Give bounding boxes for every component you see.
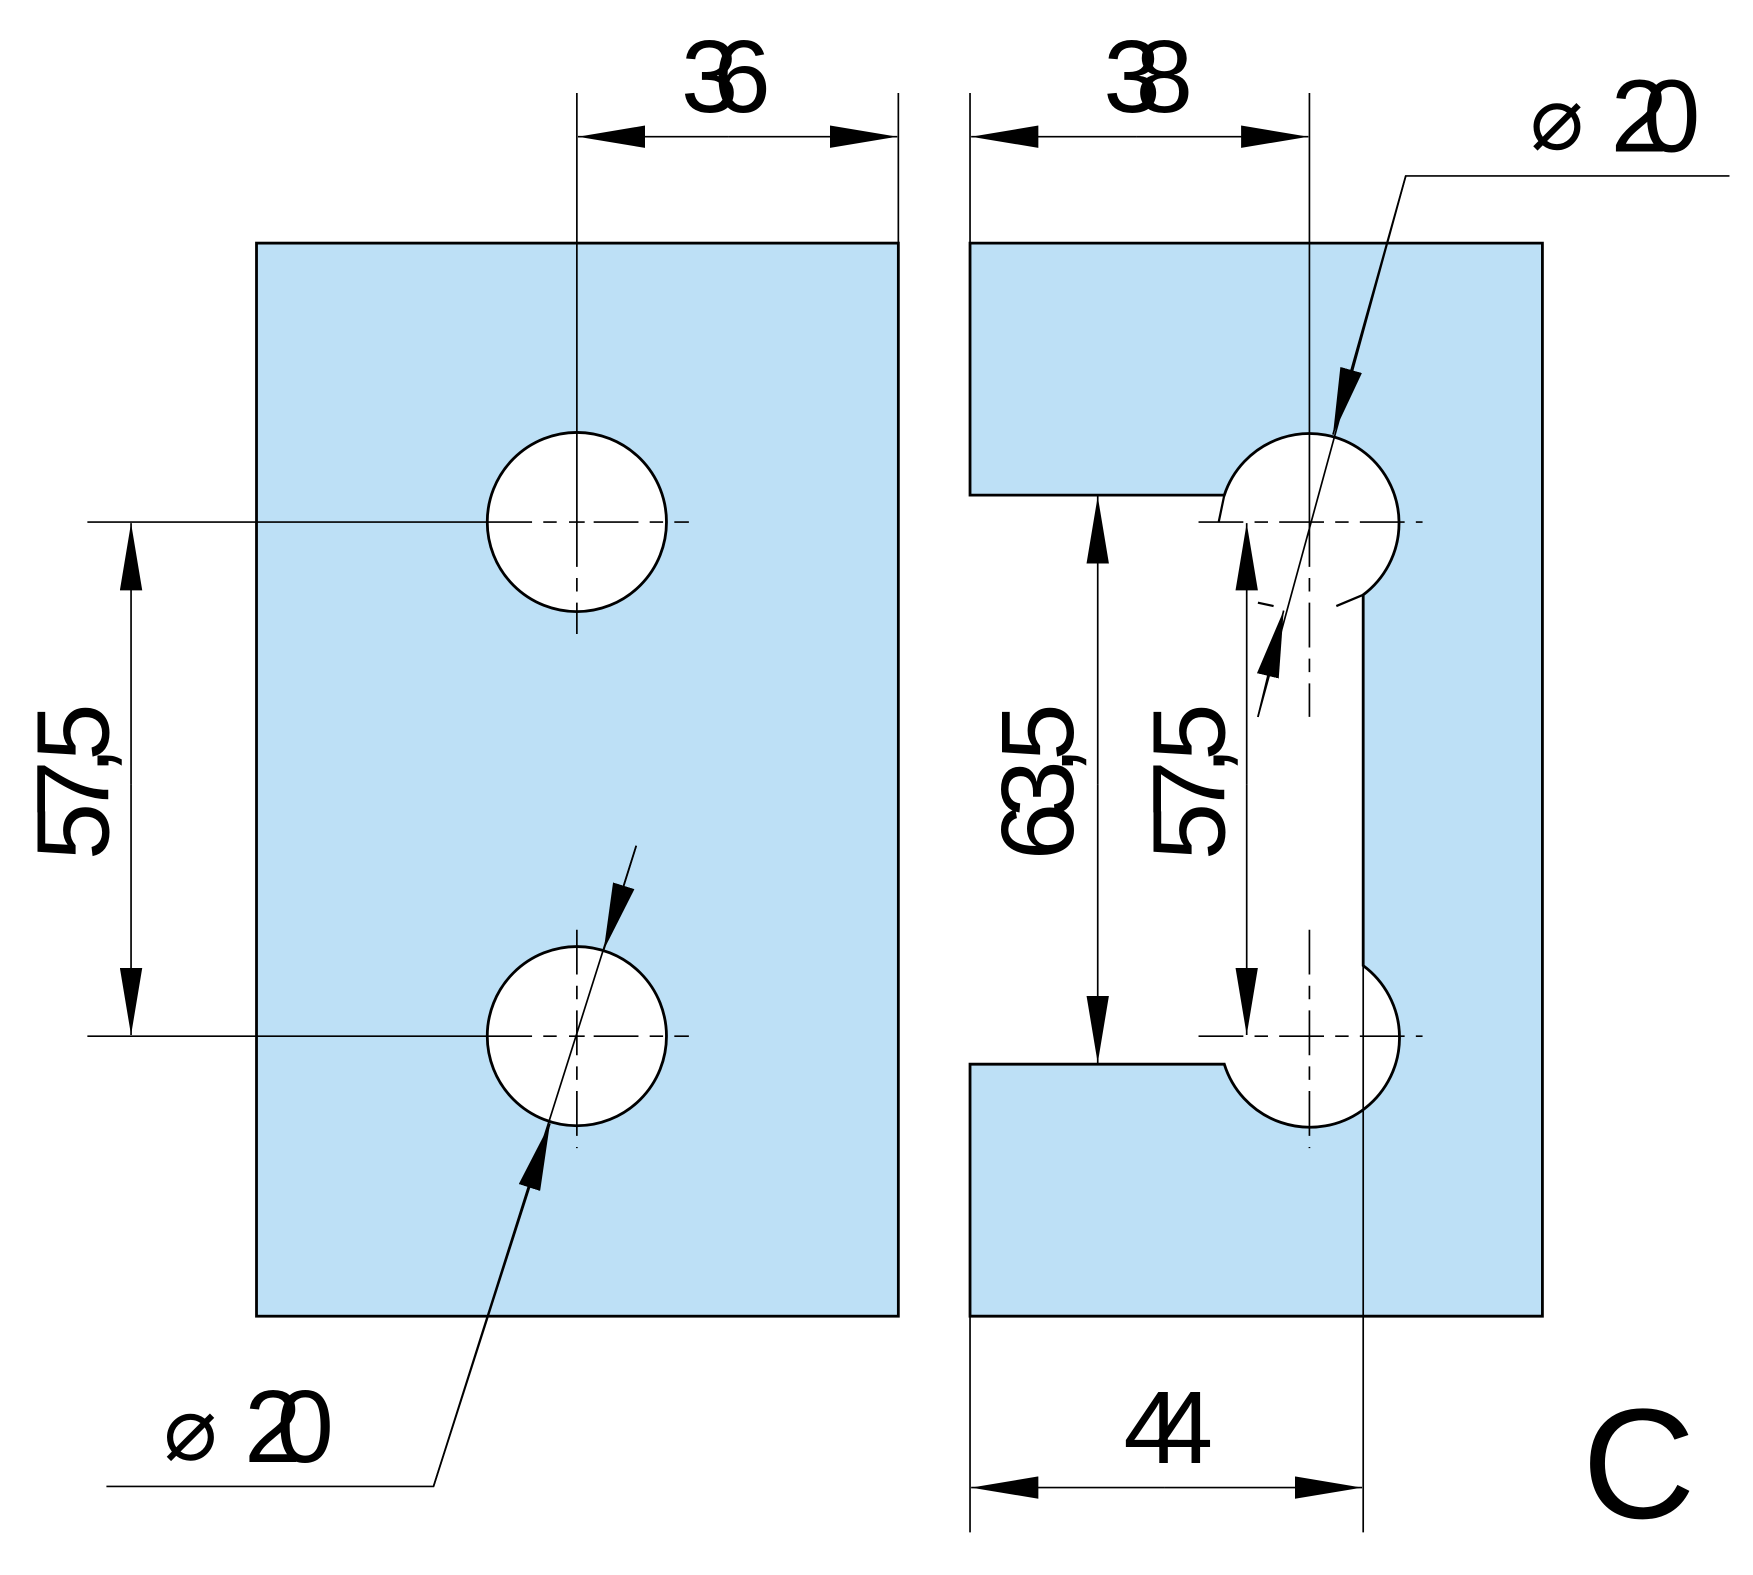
dim-left-offset: 36: [681, 19, 771, 134]
dim-right-hole-spacing: 57,5: [1131, 703, 1246, 860]
diameter-symbol-icon: ⌀: [1530, 68, 1584, 168]
dimension-lines: [87, 93, 1730, 1533]
diameter-symbol-icon: ⌀: [163, 1379, 217, 1479]
diameter-value: 20: [1611, 58, 1701, 173]
dim-right-diameter: ⌀ 20: [1530, 58, 1700, 173]
diameter-value: 20: [244, 1369, 334, 1484]
dim-left-hole-spacing: 57,5: [16, 703, 131, 860]
dim-left-diameter: ⌀ 20: [163, 1369, 333, 1484]
dim-slot-width: 44: [1123, 1370, 1213, 1485]
dim-right-offset: 38: [1103, 19, 1193, 134]
variant-label: C: [1582, 1377, 1695, 1552]
dim-slot-height: 63,5: [980, 703, 1095, 860]
